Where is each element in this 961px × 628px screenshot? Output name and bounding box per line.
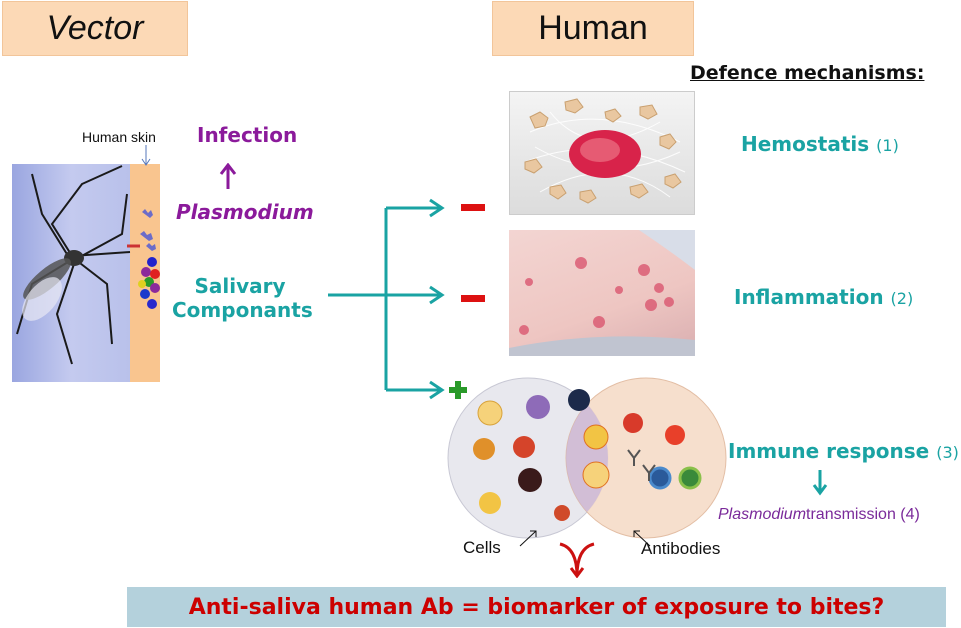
branch-arrows	[328, 198, 445, 400]
cells-label: Cells	[463, 538, 501, 557]
salivary-line-2: Componants	[172, 298, 313, 322]
hemostatis-ref: (1)	[876, 136, 899, 155]
minus-sign-2	[461, 295, 485, 302]
plasmodium-transmission-label: Plasmodiumtransmission (4)	[718, 506, 920, 524]
vector-header: Vector	[2, 1, 188, 56]
platelet-clot-illustration	[524, 98, 686, 204]
mosquito-image	[12, 164, 160, 382]
plasmodium-label: Plasmodium	[176, 200, 314, 224]
infection-label: Infection	[197, 123, 298, 147]
plus-sign	[449, 381, 467, 399]
inflammation-image	[509, 230, 695, 356]
conclusion-banner: Anti-saliva human Ab = biomarker of expo…	[127, 587, 946, 627]
skin-bites-illustration	[509, 230, 695, 356]
hemostatis-label: Hemostatis (1)	[741, 132, 899, 156]
human-header: Human	[492, 1, 694, 56]
up-arrow-icon	[219, 163, 237, 189]
immune-cells	[473, 389, 702, 521]
cells-pointer	[519, 530, 537, 547]
venn-diagram	[447, 377, 727, 539]
hemostatis-text: Hemostatis	[741, 132, 870, 156]
human-skin-pointer	[141, 145, 151, 166]
transmission-ref: (4)	[900, 506, 920, 523]
hemostasis-image	[509, 91, 695, 215]
mosquito-illustration	[16, 164, 160, 382]
down-arrow-icon	[812, 470, 828, 496]
immune-response-text: Immune response	[728, 439, 930, 463]
transmission-text: transmission	[806, 506, 896, 523]
antibodies-pointer	[633, 530, 651, 547]
salivary-line-1: Salivary	[194, 274, 286, 298]
antibodies-label: Antibodies	[641, 539, 721, 558]
merge-arrow-icon	[559, 542, 595, 578]
antibodies-circle	[565, 377, 727, 539]
inflammation-label: Inflammation (2)	[734, 285, 913, 309]
minus-sign-1	[461, 204, 485, 211]
inflammation-text: Inflammation	[734, 285, 884, 309]
defence-mechanisms-title: Defence mechanisms:	[690, 62, 925, 84]
immune-response-label: Immune response (3)	[728, 439, 959, 463]
immune-response-ref: (3)	[936, 443, 959, 462]
transmission-italic: Plasmodium	[718, 506, 807, 523]
salivary-components-label: Salivary Componants	[172, 274, 313, 322]
inflammation-ref: (2)	[890, 289, 914, 308]
human-skin-label: Human skin	[82, 129, 156, 145]
